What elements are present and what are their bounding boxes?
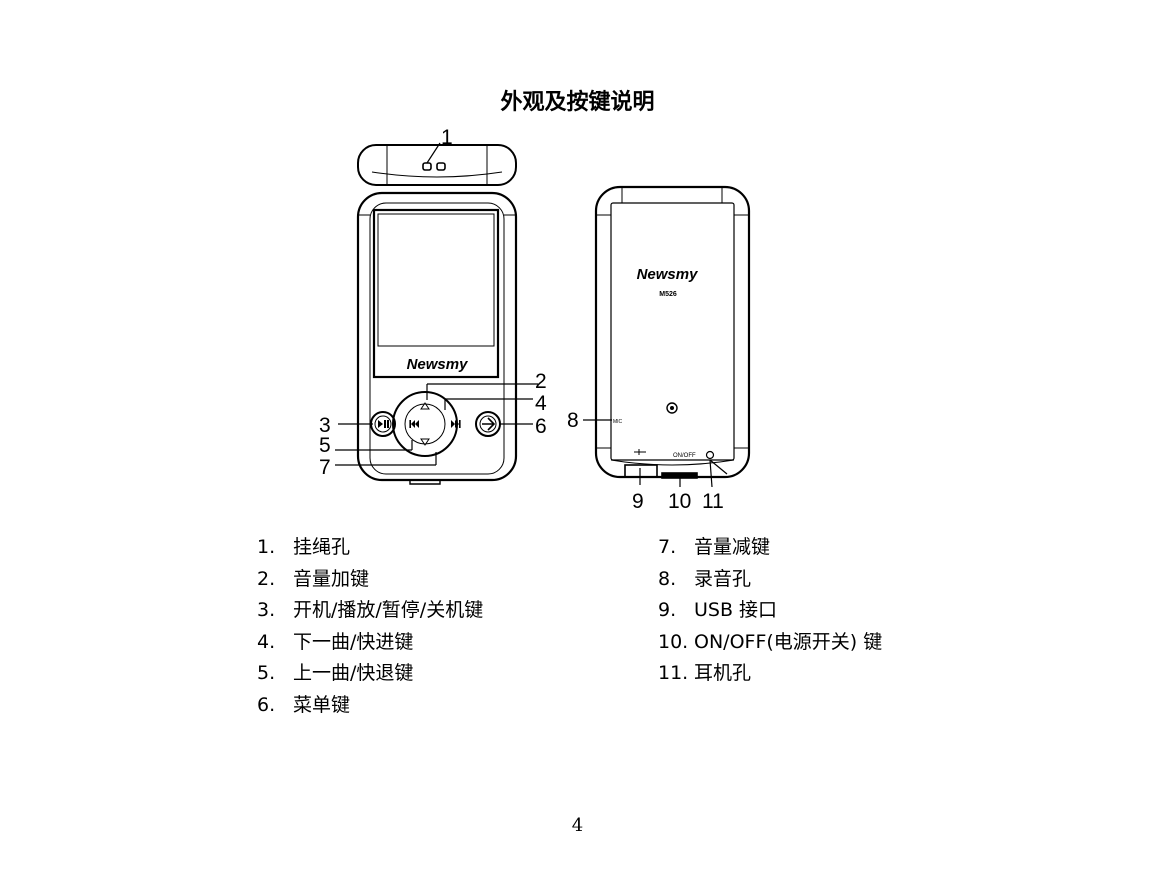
legend-number: 4. (257, 630, 276, 653)
legend-item: 4. 下一曲/快进键 (257, 627, 483, 659)
legend-text: 上一曲/快退键 (293, 662, 414, 684)
screen (372, 208, 500, 379)
callout-9: 9 (632, 490, 644, 513)
callout-10: 10 (668, 490, 691, 513)
page-number: 4 (571, 815, 584, 836)
legend-text: 挂绳孔 (293, 536, 351, 558)
callout-4: 4 (535, 392, 547, 415)
callout-7: 7 (319, 456, 331, 479)
legend-text: ON/OFF(电源开关) 键 (694, 630, 883, 653)
callout-11: 11 (702, 490, 724, 513)
power-switch (661, 472, 698, 479)
legend-number: 2. (257, 567, 276, 590)
model-label: M526 (659, 291, 677, 298)
legend-item: 2. 音量加键 (257, 564, 483, 596)
legend-number: 10. (658, 630, 689, 653)
callout-6: 6 (535, 415, 547, 438)
legend-text: 音量减键 (694, 536, 771, 558)
volume-up-icon (420, 402, 430, 410)
legend-text: 下一曲/快进键 (293, 630, 414, 653)
callout-3: 3 (319, 414, 331, 437)
on-off-label: ON/OFF (673, 453, 696, 459)
usb-port (624, 464, 658, 478)
legend-number: 11. (658, 662, 689, 684)
menu-icon (482, 417, 496, 431)
legend-text: 开机/播放/暂停/关机键 (293, 599, 484, 621)
callout-8: 8 (567, 409, 579, 432)
page-title: 外观及按键说明 (500, 90, 655, 115)
callout-5: 5 (319, 434, 331, 457)
legend-number: 8. (658, 567, 677, 590)
legend-left: 1. 挂绳孔 2. 音量加键 3. 开机/播放/暂停/关机键 4. 下一曲/快进键 5.… (257, 532, 483, 721)
legend-number: 9. (658, 599, 677, 621)
legend-number: 7. (658, 536, 677, 558)
legend-item: 6. 菜单键 (257, 690, 483, 722)
earphone-jack-icon (705, 450, 715, 460)
callout-1: 1 (441, 126, 453, 149)
legend-item: 1. 挂绳孔 (257, 532, 483, 564)
legend-item: 9. USB 接口 (658, 595, 882, 627)
device-front-view (356, 191, 518, 485)
next-icon (451, 420, 455, 428)
brand-front: Newsmy (407, 356, 469, 373)
legend-item: 8. 录音孔 (658, 564, 882, 596)
legend-number: 3. (257, 599, 276, 621)
device-top-view (357, 144, 517, 186)
legend-text: 菜单键 (293, 693, 351, 716)
legend-item: 11.耳机孔 (658, 658, 882, 690)
legend-item: 7. 音量减键 (658, 532, 882, 564)
legend-item: 10.ON/OFF(电源开关) 键 (658, 627, 882, 659)
legend-number: 5. (257, 662, 276, 684)
legend-text: USB 接口 (694, 599, 778, 621)
nav-pad (392, 391, 458, 457)
logo-icon (666, 402, 678, 414)
legend-right: 7.音量减键 8.录音孔 9.USB 接口 10.ON/OFF(电源开关) 键 … (658, 532, 882, 690)
legend-number: 6. (257, 693, 276, 716)
callout-2: 2 (535, 370, 547, 393)
legend-text: 音量加键 (293, 567, 370, 590)
legend-number: 1. (257, 536, 276, 558)
legend-text: 录音孔 (694, 567, 752, 590)
volume-down-icon (420, 438, 430, 446)
legend-item: 5. 上一曲/快退键 (257, 658, 483, 690)
previous-icon (415, 420, 419, 428)
brand-back: Newsmy (637, 266, 699, 283)
device-back-view (594, 185, 751, 479)
mic-label: MIC (613, 419, 623, 425)
lanyard-hole-icon (422, 162, 432, 171)
legend-text: 耳机孔 (694, 662, 752, 684)
legend-item: 3. 开机/播放/暂停/关机键 (257, 595, 483, 627)
play-icon (378, 420, 383, 428)
